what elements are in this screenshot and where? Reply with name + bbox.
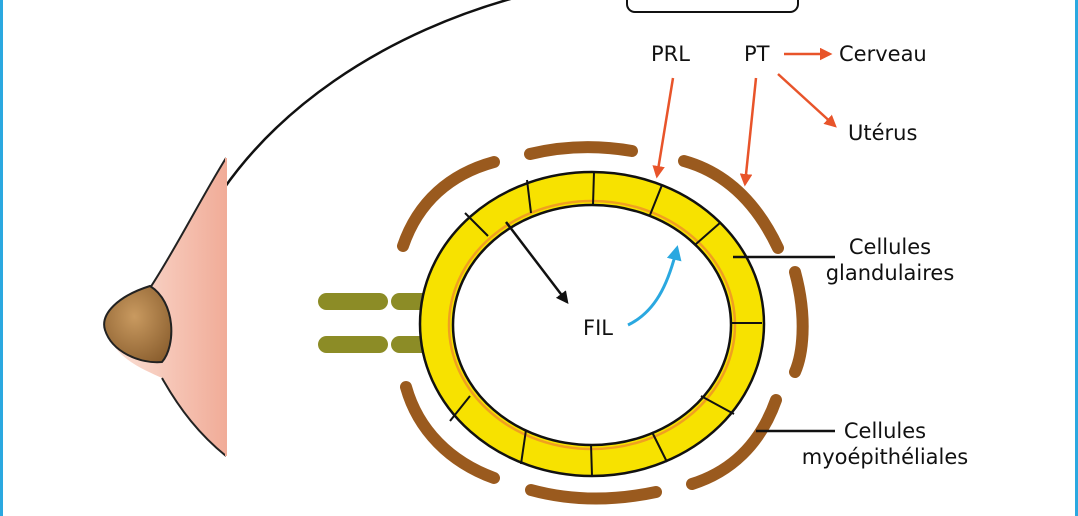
hormone-arrows xyxy=(652,47,837,187)
secretion-inward-arrow xyxy=(505,221,569,304)
pt-label: PT xyxy=(744,42,770,66)
myoepithelial-line2: myoépithéliales xyxy=(801,445,969,469)
connector-curve xyxy=(195,0,512,234)
glandular-cells-label: Cellules glandulaires xyxy=(810,234,970,286)
nipple xyxy=(103,284,173,364)
uterus-label: Utérus xyxy=(848,121,918,145)
prl-arrow xyxy=(652,77,675,179)
glandular-line2: glandulaires xyxy=(825,261,955,285)
prl-label: PRL xyxy=(651,42,690,66)
pt-to-uterus-arrow xyxy=(777,73,837,128)
myoepithelial-line1: Cellules xyxy=(843,419,927,443)
myoepithelial-cells-label: Cellules myoépithéliales xyxy=(790,418,980,470)
cerveau-label: Cerveau xyxy=(839,42,927,66)
fil-label: FIL xyxy=(583,316,613,340)
fil-feedback-arrow xyxy=(627,245,682,327)
glandular-line1: Cellules xyxy=(848,235,932,259)
top-box xyxy=(626,0,799,13)
myoepithelial-cells xyxy=(397,141,809,505)
pt-down-arrow xyxy=(739,77,758,187)
breast-illustration xyxy=(103,157,227,457)
